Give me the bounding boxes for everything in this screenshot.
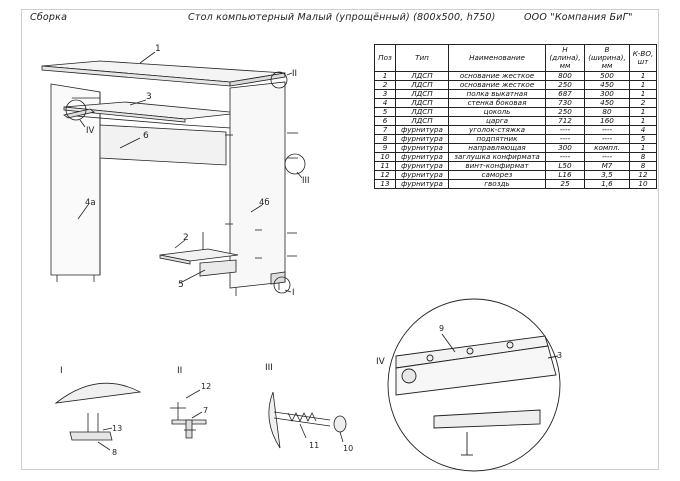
- label-part-4b: 4б: [259, 198, 270, 208]
- top-panel: [41, 60, 286, 87]
- callout-iii-marker: [284, 153, 306, 175]
- table-cell: 25: [545, 179, 585, 189]
- detail-iv-label-3: 3: [557, 351, 562, 360]
- column-header: Наименование: [448, 44, 546, 72]
- column-header: B (ширина), мм: [584, 44, 630, 72]
- plinth-panel: [199, 259, 237, 277]
- detail-ii-label-12: 12: [201, 382, 211, 391]
- label-part-4a: 4а: [85, 198, 96, 208]
- label-part-3: 3: [146, 92, 152, 102]
- detail-i-title: I: [60, 366, 63, 376]
- detail-iii-label-10: 10: [343, 444, 353, 453]
- label-callout-ii: II: [292, 69, 297, 79]
- detail-iii: [268, 391, 347, 449]
- detail-i: [54, 382, 142, 451]
- label-part-2: 2: [183, 233, 189, 243]
- label-callout-iii: III: [302, 176, 310, 186]
- fasteners: [63, 97, 298, 259]
- column-header: К-ВО, шт: [629, 44, 657, 72]
- detail-iv: [387, 298, 561, 472]
- left-side-panel: [50, 83, 101, 282]
- callout-ii-marker: [270, 71, 288, 89]
- table-header-row: Поз Тип Наименование H (длина), мм B (ши…: [374, 44, 657, 72]
- table-cell: 1,6: [584, 179, 630, 189]
- table-cell: фурнитура: [395, 179, 449, 189]
- detail-i-label-8: 8: [112, 448, 117, 457]
- right-side-panel: [229, 81, 286, 296]
- header-company: ООО "Компания БиГ": [524, 12, 633, 23]
- table-cell: 13: [374, 179, 396, 189]
- table-cell: 10: [629, 179, 657, 189]
- detail-i-label-13: 13: [112, 424, 122, 433]
- detail-ii: [170, 389, 207, 439]
- label-part-5: 5: [178, 280, 184, 290]
- column-header: Поз: [374, 44, 396, 72]
- header-title: Стол компьютерный Малый (упрощённый) (80…: [188, 12, 496, 23]
- label-callout-iv: IV: [86, 126, 95, 136]
- detail-ii-title: II: [177, 366, 182, 376]
- header-left: Сборка: [30, 12, 68, 23]
- callout-iv-marker: [65, 99, 87, 121]
- table-cell: гвоздь: [448, 179, 546, 189]
- detail-iv-label-9: 9: [439, 324, 444, 333]
- column-header: Тип: [395, 44, 449, 72]
- label-callout-i: I: [292, 288, 295, 298]
- detail-iv-title: IV: [376, 357, 386, 367]
- label-part-6: 6: [143, 131, 149, 141]
- detail-ii-label-7: 7: [203, 406, 208, 415]
- label-part-1: 1: [155, 44, 161, 54]
- detail-iii-title: III: [265, 363, 273, 373]
- base-panel: [159, 232, 239, 265]
- detail-iii-label-11: 11: [309, 441, 319, 450]
- column-header: H (длина), мм: [545, 44, 585, 72]
- drawing-frame: [21, 9, 659, 470]
- specification-table: Поз Тип Наименование H (длина), мм B (ши…: [374, 44, 657, 189]
- apron-panel: [99, 124, 227, 166]
- callout-i-marker: [273, 276, 291, 294]
